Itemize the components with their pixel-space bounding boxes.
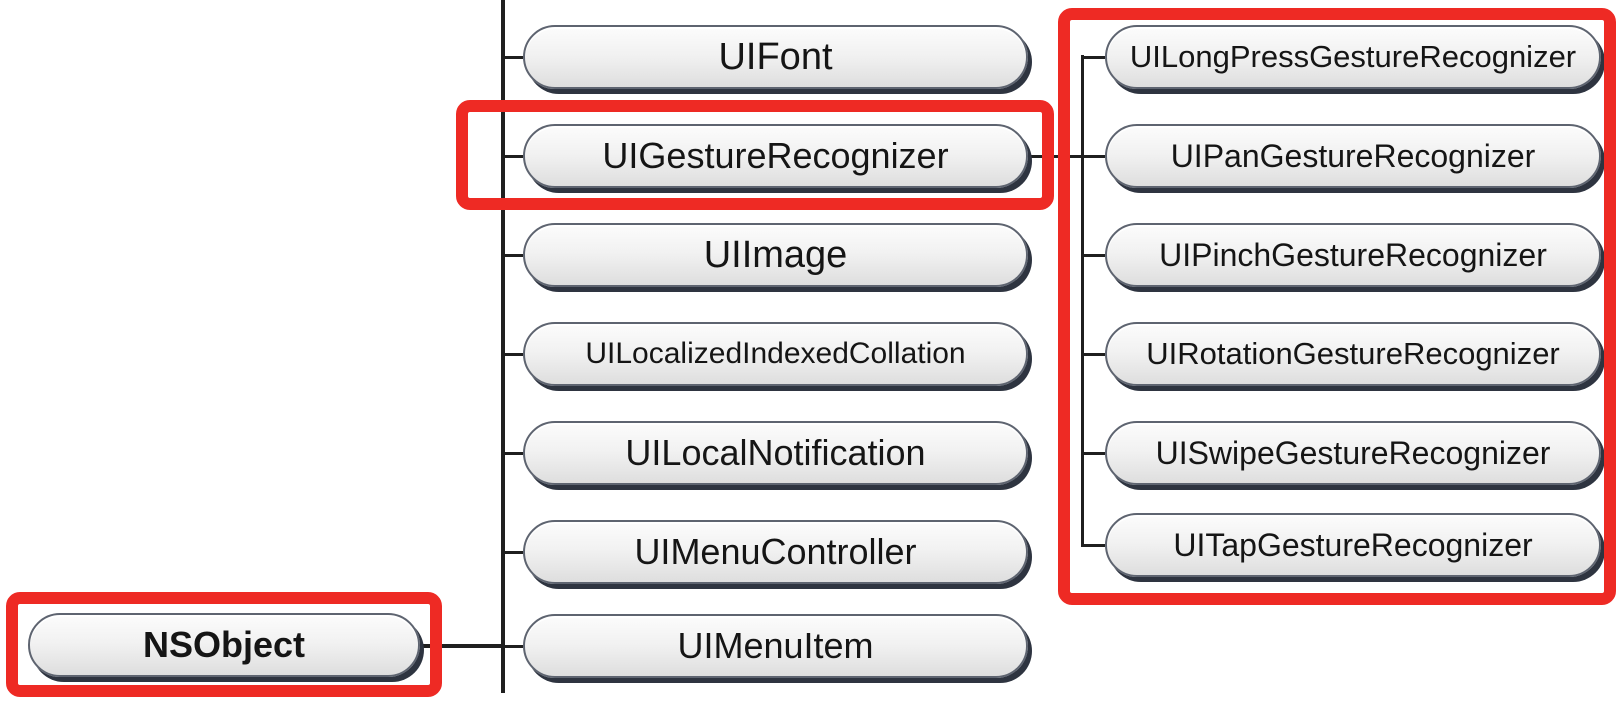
branch-tap bbox=[1081, 544, 1105, 547]
gesture-connector bbox=[1028, 155, 1088, 158]
node-uilocalizedindexedcollation: UILocalizedIndexedCollation bbox=[523, 322, 1028, 386]
branch-uilocalnotification bbox=[503, 452, 523, 455]
branch-swipe bbox=[1081, 452, 1105, 455]
branch-rotation bbox=[1081, 353, 1105, 356]
node-uirotationgesturerecognizer: UIRotationGestureRecognizer bbox=[1105, 322, 1601, 386]
branch-pinch bbox=[1081, 254, 1105, 257]
node-uiimage: UIImage bbox=[523, 223, 1028, 287]
branch-uilocalizedindexedcollation bbox=[503, 353, 523, 356]
node-uipangesturerecognizer: UIPanGestureRecognizer bbox=[1105, 124, 1601, 188]
branch-uifont bbox=[503, 56, 523, 59]
node-uigesturerecognizer: UIGestureRecognizer bbox=[523, 124, 1028, 188]
node-label: UIMenuController bbox=[634, 531, 917, 572]
node-uipinchgesturerecognizer: UIPinchGestureRecognizer bbox=[1105, 223, 1601, 287]
node-uitapgesturerecognizer: UITapGestureRecognizer bbox=[1105, 513, 1601, 577]
node-uilongpressgesturerecognizer: UILongPressGestureRecognizer bbox=[1105, 25, 1601, 89]
branch-uiimage bbox=[503, 254, 523, 257]
node-label: UILocalNotification bbox=[625, 432, 926, 473]
node-label: UIGestureRecognizer bbox=[602, 135, 949, 176]
node-uimenuitem: UIMenuItem bbox=[523, 614, 1028, 678]
gesture-trunk-line bbox=[1081, 55, 1084, 546]
node-label: UILocalizedIndexedCollation bbox=[585, 337, 966, 370]
node-label: UILongPressGestureRecognizer bbox=[1129, 39, 1577, 74]
branch-uimenuitem bbox=[503, 645, 523, 648]
node-uilocalnotification: UILocalNotification bbox=[523, 421, 1028, 485]
node-label: UIPinchGestureRecognizer bbox=[1159, 236, 1547, 273]
branch-uimenucontroller bbox=[503, 551, 523, 554]
node-uifont: UIFont bbox=[523, 25, 1028, 89]
branch-pan bbox=[1081, 155, 1105, 158]
branch-longpress bbox=[1081, 56, 1105, 59]
branch-uigesturerecognizer bbox=[503, 155, 523, 158]
node-label: UIRotationGestureRecognizer bbox=[1146, 336, 1560, 371]
node-uimenucontroller: UIMenuController bbox=[523, 520, 1028, 584]
node-label: UITapGestureRecognizer bbox=[1173, 526, 1533, 563]
root-connector bbox=[420, 644, 505, 648]
node-uiswipegesturerecognizer: UISwipeGestureRecognizer bbox=[1105, 421, 1601, 485]
node-label: UIPanGestureRecognizer bbox=[1170, 137, 1536, 174]
node-label: UISwipeGestureRecognizer bbox=[1155, 434, 1551, 471]
node-label: NSObject bbox=[142, 624, 306, 665]
node-nsobject: NSObject bbox=[28, 613, 420, 677]
node-label: UIImage bbox=[703, 233, 848, 276]
node-label: UIFont bbox=[718, 35, 833, 78]
node-label: UIMenuItem bbox=[677, 625, 874, 666]
trunk-line bbox=[501, 0, 505, 693]
